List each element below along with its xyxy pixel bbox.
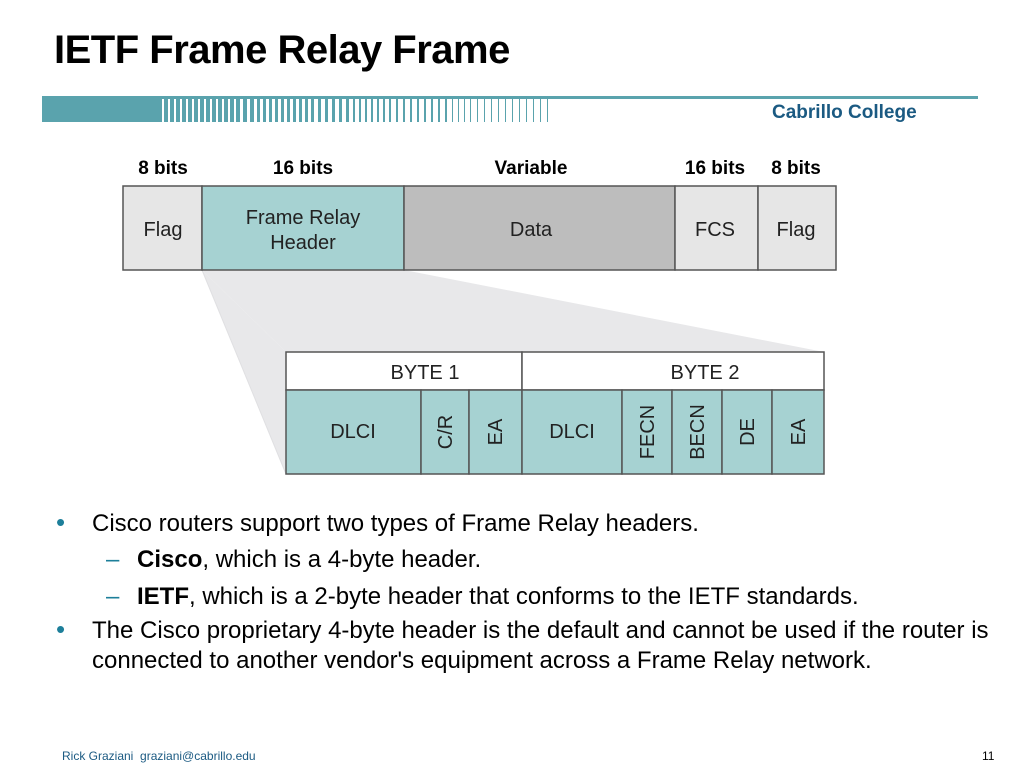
size-label-flag-end: 8 bits — [771, 158, 821, 179]
dash-marker: – — [106, 583, 120, 610]
bit-label-cr: C/R — [435, 415, 457, 449]
sub-bullet-item: –IETF, which is a 2-byte header that con… — [56, 582, 996, 612]
sub-bullet-item: –Cisco, which is a 4-byte header. — [56, 545, 996, 575]
sub-bullet-bold: IETF — [137, 583, 189, 610]
field-fcs-label: FCS — [695, 219, 735, 241]
field-header-label-line2: Header — [270, 232, 336, 254]
bit-cell-becn — [671, 389, 723, 475]
bit-cell-de — [721, 389, 773, 475]
field-fcs — [674, 185, 759, 271]
footer-author: Rick Graziani graziani@cabrillo.edu — [62, 749, 256, 763]
size-label-data: Variable — [495, 158, 568, 179]
bit-cell-dlci-1 — [285, 389, 422, 475]
field-data — [403, 185, 676, 271]
byte2-label: BYTE 2 — [671, 362, 740, 384]
frame-diagram: 8 bits 16 bits Variable 16 bits 8 bits F… — [122, 158, 837, 475]
bit-cell-fecn — [621, 389, 673, 475]
zoom-wedge — [202, 270, 824, 352]
field-data-label: Data — [510, 219, 553, 241]
bit-label-fecn: FECN — [637, 405, 659, 459]
bullet-item: The Cisco proprietary 4-byte header is t… — [56, 614, 996, 676]
size-label-fcs: 16 bits — [685, 158, 745, 179]
size-label-header: 16 bits — [273, 158, 333, 179]
brand-logo-text: Cabrillo College — [772, 102, 917, 123]
frame-fields — [122, 185, 837, 271]
sub-bullet-text: , which is a 4-byte header. — [202, 546, 482, 573]
byte1-cell — [285, 351, 523, 391]
header-banner — [42, 96, 978, 122]
field-flag-label: Flag — [144, 219, 183, 241]
bit-label-de: DE — [737, 418, 759, 446]
bit-label-ea-2: EA — [788, 418, 810, 445]
sub-bullet-text: , which is a 2-byte header that conforms… — [189, 583, 859, 610]
page-number: 11 — [982, 749, 995, 763]
size-label-flag: 8 bits — [138, 158, 188, 179]
byte1-label: BYTE 1 — [391, 362, 460, 384]
bit-label-becn: BECN — [687, 404, 709, 460]
sub-bullet-bold: Cisco — [137, 546, 203, 573]
bullet-item: Cisco routers support two types of Frame… — [56, 507, 996, 539]
bullet-list: Cisco routers support two types of Frame… — [56, 507, 996, 682]
field-header-label-line1: Frame Relay — [246, 207, 360, 229]
slide-title: IETF Frame Relay Frame — [54, 28, 510, 72]
bit-label-dlci-2: DLCI — [549, 421, 595, 443]
dash-marker: – — [106, 546, 120, 573]
field-flag-end — [757, 185, 837, 271]
bit-label-ea-1: EA — [485, 418, 507, 445]
field-flag-end-label: Flag — [777, 219, 816, 241]
bit-label-dlci-1: DLCI — [330, 421, 376, 443]
bit-cell-ea-2 — [771, 389, 825, 475]
